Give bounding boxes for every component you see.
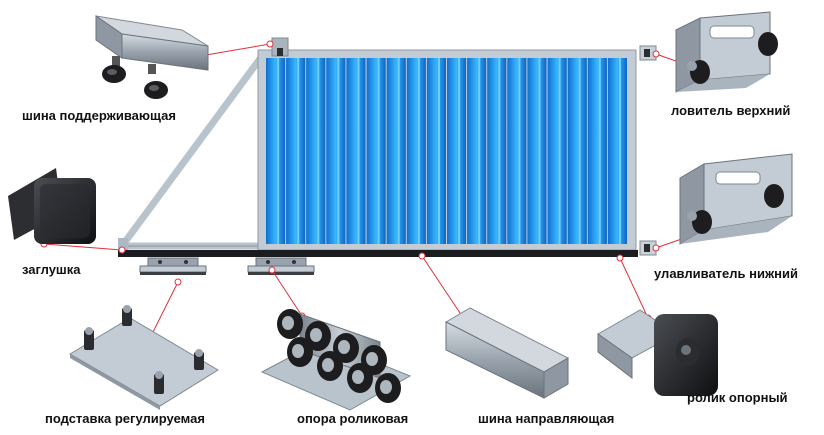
roller-carriage-illustration (260, 309, 412, 411)
top-bracket (271, 37, 289, 57)
panel-corrugation (326, 58, 346, 244)
panel-corrugation (447, 58, 467, 244)
panel-corrugation (467, 58, 487, 244)
gate-bottom-rail (118, 250, 638, 257)
panel-corrugation (406, 58, 426, 244)
panel-corrugation (266, 58, 286, 244)
leader-adjustable-base (149, 281, 179, 339)
carriage-left (139, 257, 207, 275)
label-bottom-catcher: улавливатель нижний (654, 266, 799, 281)
gate-panel (266, 58, 627, 244)
panel-corrugation (366, 58, 386, 244)
leader-roller-carriage (271, 269, 303, 317)
panel-corrugation (567, 58, 587, 244)
carriage-right (247, 257, 315, 275)
panel-corrugation (487, 58, 507, 244)
label-top-catcher: ловитель верхний (671, 103, 791, 118)
panel-corrugation (426, 58, 446, 244)
label-support-roller: ролик опорный (687, 390, 788, 405)
panel-corrugation (607, 58, 627, 244)
label-roller-carriage: опора роликовая (297, 411, 409, 426)
adjustable-base-illustration (69, 305, 219, 410)
label-adjustable-base: подставка регулируемая (45, 411, 205, 426)
leader-support-rail (199, 43, 271, 57)
panel-corrugation (386, 58, 406, 244)
leader-guide-rail (421, 255, 467, 323)
panel-corrugation (587, 58, 607, 244)
label-end-cap: заглушка (22, 262, 81, 277)
panel-corrugation (507, 58, 527, 244)
leader-end-cap (43, 243, 123, 251)
panel-corrugation (527, 58, 547, 244)
leader-support-roller (619, 257, 649, 319)
label-support-rail: шина поддерживающая (22, 108, 176, 123)
gate-tail-frame (118, 53, 265, 252)
gate (118, 37, 657, 275)
support-rail-illustration (95, 15, 209, 99)
label-guide-rail: шина направляющая (478, 411, 615, 426)
panel-corrugation (547, 58, 567, 244)
bottom-catcher-illustration (679, 153, 793, 245)
panel-corrugation (306, 58, 326, 244)
top-catcher-illustration (675, 11, 778, 93)
guide-rail-illustration (444, 307, 570, 399)
end-cap-illustration (8, 168, 96, 244)
support-roller-illustration (597, 309, 718, 396)
panel-corrugation (286, 58, 306, 244)
panel-corrugation (346, 58, 366, 244)
